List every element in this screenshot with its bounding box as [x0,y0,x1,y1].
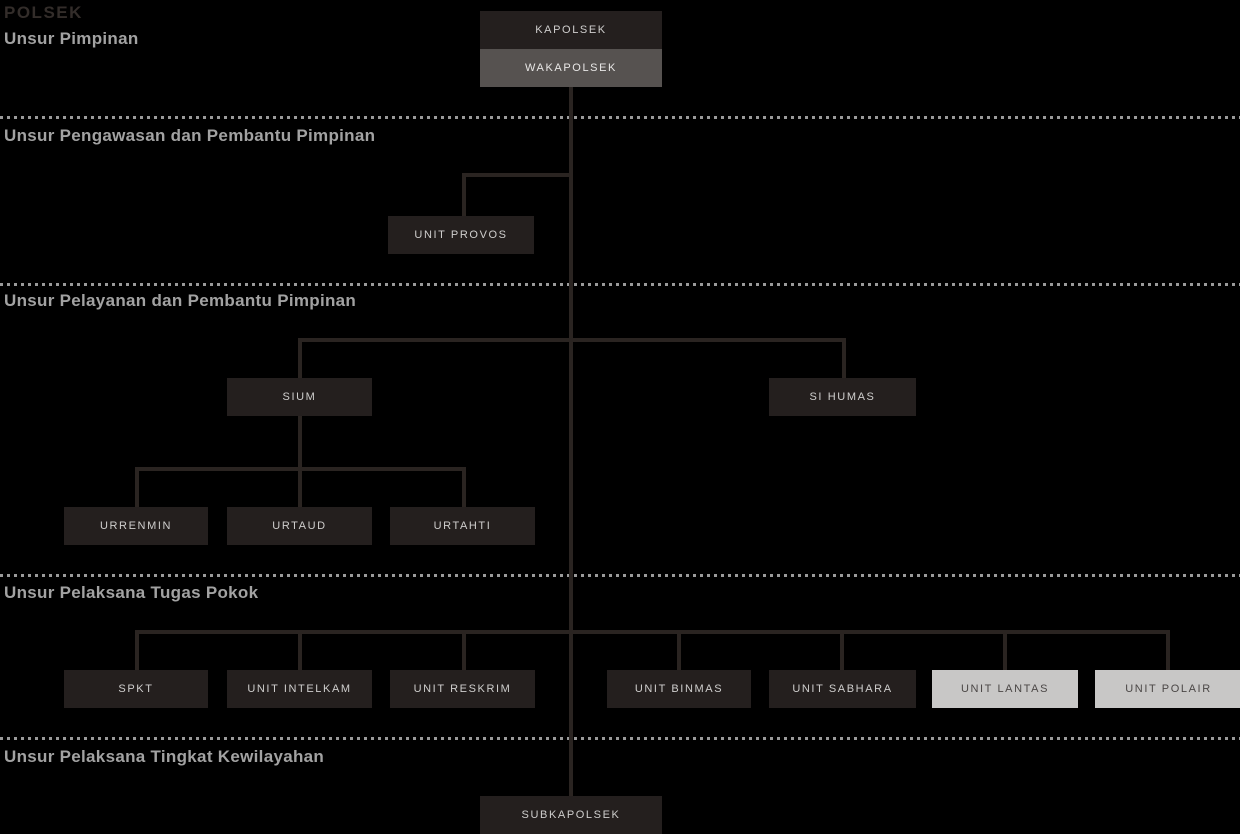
connector-lantas-drop [1003,630,1007,670]
node-sium: SIUM [227,378,372,416]
section-divider [0,737,1240,740]
connector-main-vertical [569,87,573,796]
connector-pokok-horizontal [135,630,1170,634]
connector-reskrim-drop [462,630,466,670]
connector-spkt-drop [135,630,139,670]
section-label-pelaksana-pokok: Unsur Pelaksana Tugas Pokok [4,583,259,602]
node-urrenmin: URRENMIN [64,507,208,545]
connector-sium-drop [298,338,302,378]
connector-urrenmin-drop [135,467,139,507]
node-unit-lantas: UNIT LANTAS [932,670,1078,708]
connector-provos-drop [462,173,466,216]
connector-sihumas-drop [842,338,846,378]
connector-binmas-drop [677,630,681,670]
node-subkapolsek: SUBKAPOLSEK [480,796,662,834]
node-spkt: SPKT [64,670,208,708]
section-divider [0,116,1240,119]
node-urtaud: URTAUD [227,507,372,545]
node-unit-sabhara: UNIT SABHARA [769,670,916,708]
connector-urtahti-drop [462,467,466,507]
node-si-humas: SI HUMAS [769,378,916,416]
connector-intelkam-drop [298,630,302,670]
section-label-pelaksana-kewilayahan: Unsur Pelaksana Tingkat Kewilayahan [4,747,325,766]
node-unit-polair: UNIT POLAIR [1095,670,1240,708]
connector-urtaud-drop [298,467,302,507]
node-unit-binmas: UNIT BINMAS [607,670,751,708]
connector-pelayanan-horizontal [298,338,846,342]
connector-provos-horizontal [462,173,573,177]
section-divider [0,283,1240,286]
node-unit-intelkam: UNIT INTELKAM [227,670,372,708]
page-title: POLSEK [4,3,83,22]
connector-sabhara-drop [840,630,844,670]
node-urtahti: URTAHTI [390,507,535,545]
node-wakapolsek: WAKAPOLSEK [480,49,662,87]
connector-sium-stem [298,416,302,467]
node-kapolsek: KAPOLSEK [480,11,662,49]
section-divider [0,574,1240,577]
section-label-pimpinan: Unsur Pimpinan [4,29,139,48]
connector-polair-drop [1166,630,1170,670]
section-label-pengawasan: Unsur Pengawasan dan Pembantu Pimpinan [4,126,376,145]
node-unit-provos: UNIT PROVOS [388,216,534,254]
section-label-pelayanan: Unsur Pelayanan dan Pembantu Pimpinan [4,291,357,310]
node-unit-reskrim: UNIT RESKRIM [390,670,535,708]
